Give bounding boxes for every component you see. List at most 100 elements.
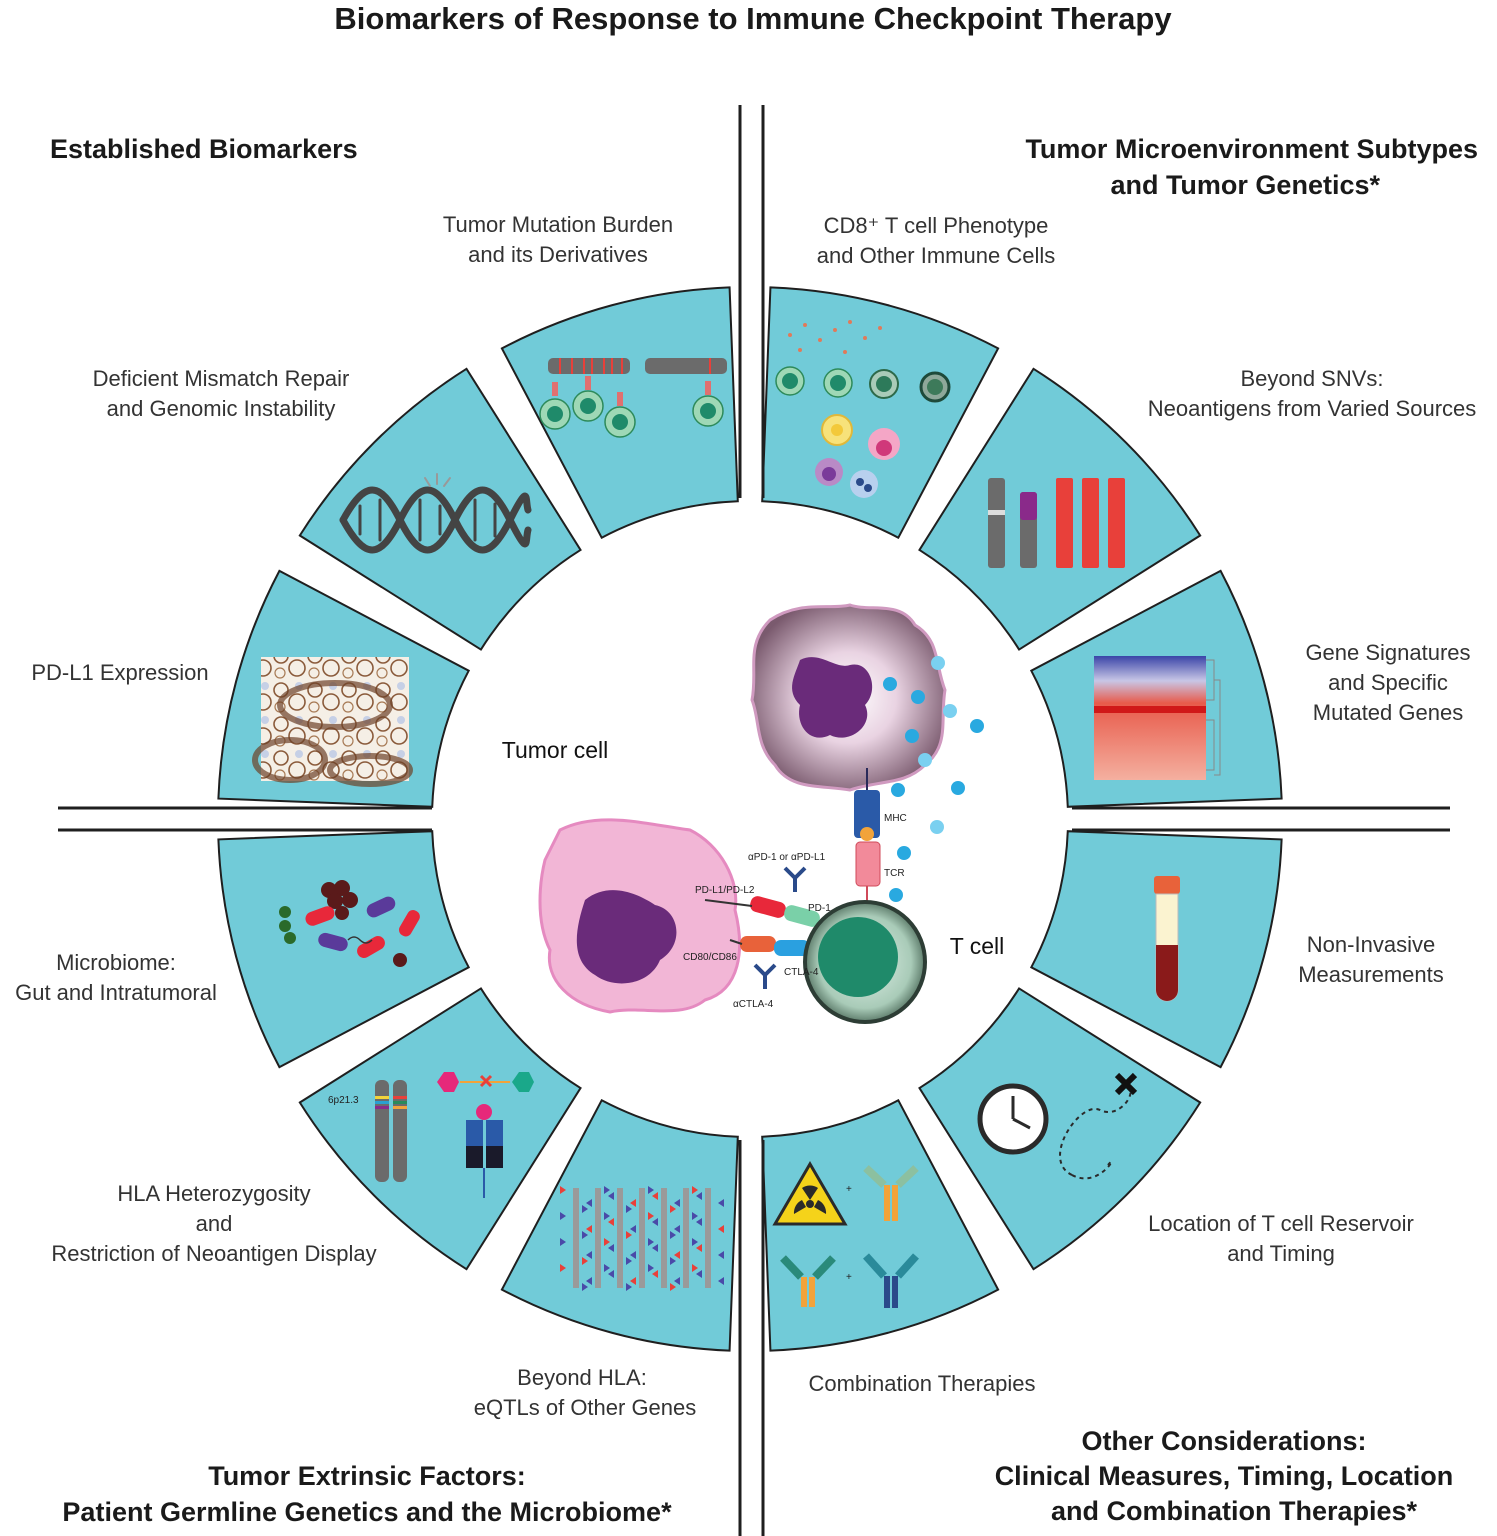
eqtl-marker — [718, 1225, 724, 1233]
eqtl-chromosome — [661, 1188, 667, 1288]
label-tmb-line2: and its Derivatives — [468, 242, 648, 267]
eqtl-marker — [648, 1264, 654, 1272]
segment-ring — [217, 286, 1283, 1352]
clock-icon — [977, 1083, 1049, 1155]
eqtl-marker — [608, 1192, 614, 1200]
eqtl-marker — [674, 1225, 680, 1233]
eqtl-chromosome — [639, 1188, 645, 1288]
eqtl-marker — [608, 1218, 614, 1226]
cytokine-dots — [883, 656, 984, 902]
gene-signature-heatmap — [1094, 656, 1221, 780]
tmb-chromosome-icons — [539, 358, 727, 438]
eqtl-marker — [626, 1283, 632, 1291]
eqtl-marker — [652, 1270, 658, 1278]
cytokine-dot — [943, 704, 957, 718]
eqtl-chromosome — [705, 1188, 711, 1288]
reservoir-path-icon — [1059, 1072, 1138, 1180]
heading-extrinsic-line2: Patient Germline Genetics and the Microb… — [62, 1497, 672, 1527]
mhc-label: MHC — [884, 813, 907, 824]
eqtl-marker — [586, 1277, 592, 1285]
label-snv-line1: Beyond SNVs: — [1240, 366, 1383, 391]
eqtl-marker — [586, 1225, 592, 1233]
plus-sign-1: + — [846, 1184, 852, 1195]
eqtl-marker — [692, 1212, 698, 1220]
pd1-label: PD-1 — [808, 903, 831, 914]
eqtl-marker — [718, 1251, 724, 1259]
eqtl-marker — [560, 1238, 566, 1246]
eqtl-marker — [586, 1251, 592, 1259]
cytokine-dot — [883, 677, 897, 691]
cytokine-dot — [911, 690, 925, 704]
eqtl-marker — [670, 1257, 676, 1265]
immune-cells-icon — [775, 320, 951, 498]
eqtl-chromosome — [617, 1188, 623, 1288]
eqtl-marker — [696, 1218, 702, 1226]
bacteria-icon — [279, 880, 420, 967]
heading-other-line3: and Combination Therapies* — [1051, 1496, 1418, 1526]
eqtl-marker — [648, 1212, 654, 1220]
label-hla-line1: HLA Heterozygosity — [117, 1181, 310, 1206]
label-hla-line3: Restriction of Neoantigen Display — [51, 1241, 376, 1266]
cytokine-dot — [951, 781, 965, 795]
figure-title: Biomarkers of Response to Immune Checkpo… — [334, 1, 1172, 36]
eqtl-chromosome — [683, 1188, 689, 1288]
eqtl-marker — [692, 1264, 698, 1272]
label-eqtl-line2: eQTLs of Other Genes — [474, 1395, 697, 1420]
eqtl-marker — [652, 1244, 658, 1252]
ihc-stain-image — [252, 657, 413, 787]
label-tmb-line1: Tumor Mutation Burden — [443, 212, 673, 237]
label-cd8-line1: CD8⁺ T cell Phenotype — [824, 213, 1049, 238]
eqtl-marker — [626, 1231, 632, 1239]
hla-locus-label: 6p21.3 — [328, 1095, 359, 1106]
eqtl-marker — [674, 1251, 680, 1259]
heading-tme-line2: and Tumor Genetics* — [1110, 170, 1380, 200]
eqtl-marker — [652, 1218, 658, 1226]
blood-tube-icon — [1154, 876, 1180, 1002]
neoantigen-source-bars — [988, 478, 1125, 568]
plus-sign-2: + — [846, 1272, 852, 1283]
heading-tme-line1: Tumor Microenvironment Subtypes — [1025, 134, 1478, 164]
cytokine-dot — [889, 888, 903, 902]
eqtl-marker — [674, 1277, 680, 1285]
eqtl-marker — [604, 1186, 610, 1194]
label-eqtl-line1: Beyond HLA: — [517, 1365, 647, 1390]
center-illustration: Tumor cell T cell MHC TCR αPD-1 or αPD-L… — [502, 603, 1005, 1024]
segment-hla — [298, 987, 582, 1271]
anti-ctla4-label: αCTLA-4 — [733, 999, 774, 1010]
eqtl-marker — [582, 1283, 588, 1291]
heading-other-line2: Clinical Measures, Timing, Location — [995, 1461, 1454, 1491]
cd80-cd86-label: CD80/CD86 — [683, 952, 737, 963]
eqtl-marker — [670, 1231, 676, 1239]
t-cell-label: T cell — [950, 933, 1005, 959]
eqtl-marker — [718, 1199, 724, 1207]
ctla4-label: CTLA-4 — [784, 967, 819, 978]
eqtl-marker — [560, 1264, 566, 1272]
eqtl-marker — [696, 1270, 702, 1278]
label-mmr-line1: Deficient Mismatch Repair — [93, 366, 350, 391]
label-microbiome-line1: Microbiome: — [56, 950, 176, 975]
eqtl-marker — [560, 1186, 566, 1194]
tcr-label: TCR — [884, 868, 905, 879]
eqtl-marker — [692, 1238, 698, 1246]
label-mmr-line2: and Genomic Instability — [107, 396, 336, 421]
anti-pd1-label: αPD-1 or αPD-L1 — [748, 852, 826, 863]
eqtl-marker — [674, 1199, 680, 1207]
radiation-hazard-icon — [772, 1161, 848, 1226]
eqtl-marker — [604, 1264, 610, 1272]
eqtl-marker — [630, 1251, 636, 1259]
cytokine-dot — [918, 753, 932, 767]
segment-combination — [761, 1098, 1000, 1352]
label-location-line1: Location of T cell Reservoir — [1148, 1211, 1414, 1236]
eqtl-marker — [626, 1257, 632, 1265]
segment-location — [918, 987, 1202, 1271]
eqtl-marker — [630, 1277, 636, 1285]
eqtl-marker — [608, 1270, 614, 1278]
label-noninvasive-line1: Non-Invasive — [1307, 932, 1435, 957]
eqtl-marker — [648, 1186, 654, 1194]
eqtl-marker — [626, 1205, 632, 1213]
eqtl-marker — [696, 1192, 702, 1200]
heading-extrinsic-line1: Tumor Extrinsic Factors: — [208, 1461, 526, 1491]
mhc-display-icon — [437, 1072, 534, 1198]
dna-helix-icon — [339, 473, 532, 554]
